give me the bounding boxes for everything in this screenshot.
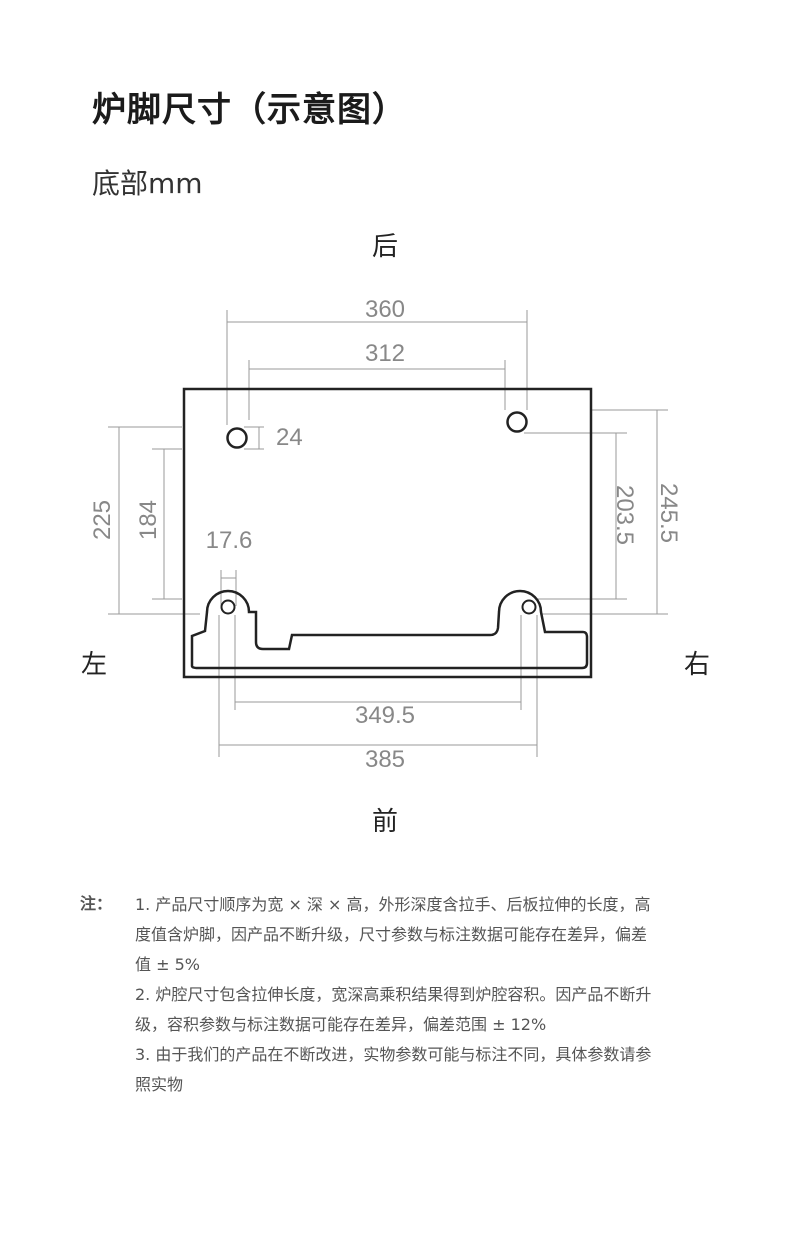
dimension-lines bbox=[108, 310, 668, 757]
notes-body: 1. 产品尺寸顺序为宽 × 深 × 高，外形深度含拉手、后板拉伸的长度，高度值含… bbox=[135, 890, 660, 1100]
dim-label-245-5: 245.5 bbox=[655, 483, 682, 543]
notes-label: 注： bbox=[80, 894, 113, 913]
page-title: 炉脚尺寸（示意图） bbox=[92, 90, 407, 130]
dim-label-184: 184 bbox=[135, 500, 162, 540]
direction-right-label: 右 bbox=[684, 650, 710, 680]
front-left-hole bbox=[220, 599, 236, 615]
rear-right-hole bbox=[506, 411, 528, 433]
dim-label-17-6: 17.6 bbox=[206, 527, 253, 554]
rear-left-hole bbox=[226, 427, 248, 449]
front-right-hole bbox=[521, 599, 537, 615]
foot-bracket-outline bbox=[190, 589, 589, 670]
foot-dimension-diagram: 后 前 左 右 bbox=[81, 232, 710, 837]
dim-label-203-5: 203.5 bbox=[611, 485, 638, 545]
note-item: 1. 产品尺寸顺序为宽 × 深 × 高，外形深度含拉手、后板拉伸的长度，高度值含… bbox=[135, 895, 651, 974]
direction-front-label: 前 bbox=[372, 807, 398, 837]
oven-bottom-outline bbox=[182, 387, 593, 679]
dim-label-385: 385 bbox=[365, 746, 405, 773]
note-item: 2. 炉腔尺寸包含拉伸长度，宽深高乘积结果得到炉腔容积。因产品不断升级，容积参数… bbox=[135, 985, 652, 1034]
dim-label-312: 312 bbox=[365, 340, 405, 367]
dim-label-225: 225 bbox=[89, 500, 116, 540]
direction-left-label: 左 bbox=[81, 650, 107, 680]
direction-back-label: 后 bbox=[372, 232, 398, 262]
dim-label-24: 24 bbox=[276, 424, 303, 451]
page-subtitle: 底部mm bbox=[92, 167, 203, 200]
note-item: 3. 由于我们的产品在不断改进，实物参数可能与标注不同，具体参数请参照实物 bbox=[135, 1045, 652, 1094]
dim-label-349-5: 349.5 bbox=[355, 702, 415, 729]
dim-label-360: 360 bbox=[365, 296, 405, 323]
